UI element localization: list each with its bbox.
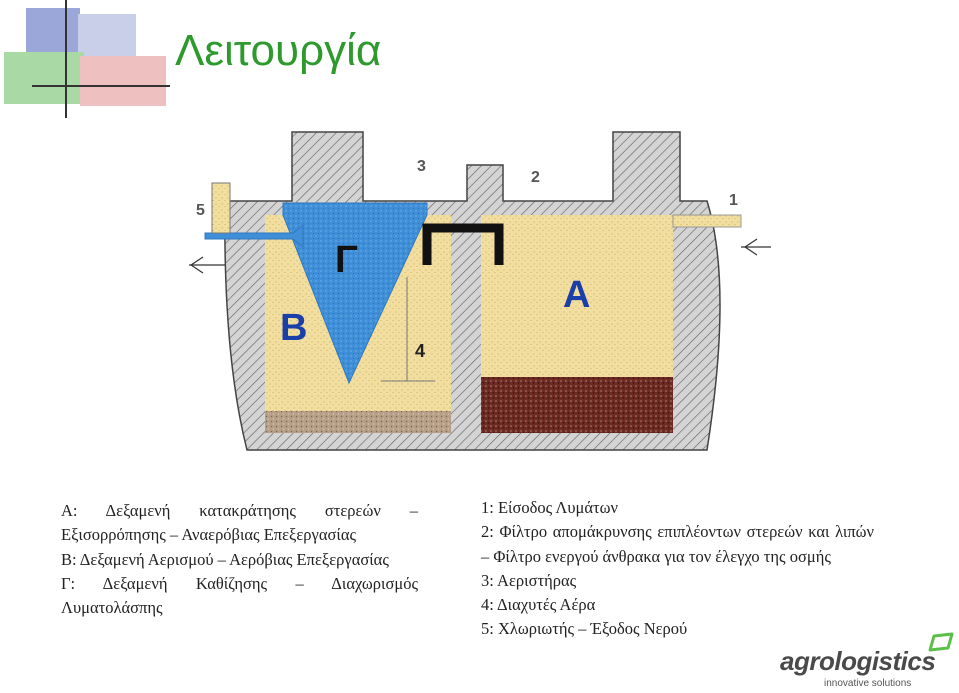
legend-item-g: Γ: Δεξαμενή Καθίζησης – Διαχωρισμός Λυμα…: [61, 573, 418, 618]
chamber-label-b: B: [280, 307, 307, 349]
legend-item-1: 1: Είσοδος Λυμάτων: [481, 498, 618, 517]
legend-item-4: 4: Διαχυτές Αέρα: [481, 595, 596, 615]
marker-5: 5: [196, 202, 205, 219]
partition-wall: [451, 215, 481, 433]
marker-2: 2: [531, 169, 540, 186]
legend-components: 1: Είσοδος Λυμάτων 2: Φίλτρο απομάκρυνση…: [481, 496, 874, 642]
corner-square-blue: [26, 8, 80, 58]
legend-item-2: 2: Φίλτρο απομάκρυνσης επιπλέοντων στερε…: [481, 522, 874, 566]
marker-4: 4: [415, 341, 425, 361]
outflow-arrow-icon: [189, 256, 225, 274]
legend-item-a: Α: Δεξαμενή κατακράτησης στερεών – Εξισο…: [61, 501, 418, 545]
legend-item-3: 3: Αεριστήρας: [481, 570, 577, 590]
corner-square-green: [4, 52, 84, 104]
filter-media: [481, 377, 673, 433]
chlorinator-tube: [211, 182, 231, 234]
agrologistics-logo: agrologistics innovative solutions: [780, 632, 955, 692]
corner-square-pink: [80, 56, 166, 106]
leaf-icon: [928, 632, 954, 652]
inlet-pipe: [672, 214, 742, 228]
corner-decoration: [4, 0, 170, 118]
marker-1: 1: [729, 192, 738, 209]
chamber-label-g: Γ: [335, 239, 358, 281]
page-title: Λειτουργία: [175, 26, 382, 75]
settling-cone: [282, 202, 428, 385]
marker-3: 3: [417, 158, 426, 175]
logo-name: agrologistics: [780, 646, 936, 676]
aerator-pipe: [422, 223, 504, 265]
legend-chambers: Α: Δεξαμενή κατακράτησης στερεών – Εξισο…: [61, 499, 418, 620]
logo-tagline: innovative solutions: [824, 678, 912, 689]
inflow-arrow-icon: [741, 238, 771, 256]
legend-item-b: Β: Δεξαμενή Αερισμού – Αερόβιας Επεξεργα…: [61, 549, 389, 569]
corner-square-lightblue: [78, 14, 136, 58]
sludge-layer: [265, 411, 451, 433]
legend-item-5: 5: Χλωριωτής – Έξοδος Νερού: [481, 619, 688, 639]
outlet-pipe: [204, 223, 304, 249]
chamber-label-a: A: [563, 274, 590, 316]
tank-diagram: 1 2 3 4 5 A B Γ: [189, 131, 771, 451]
